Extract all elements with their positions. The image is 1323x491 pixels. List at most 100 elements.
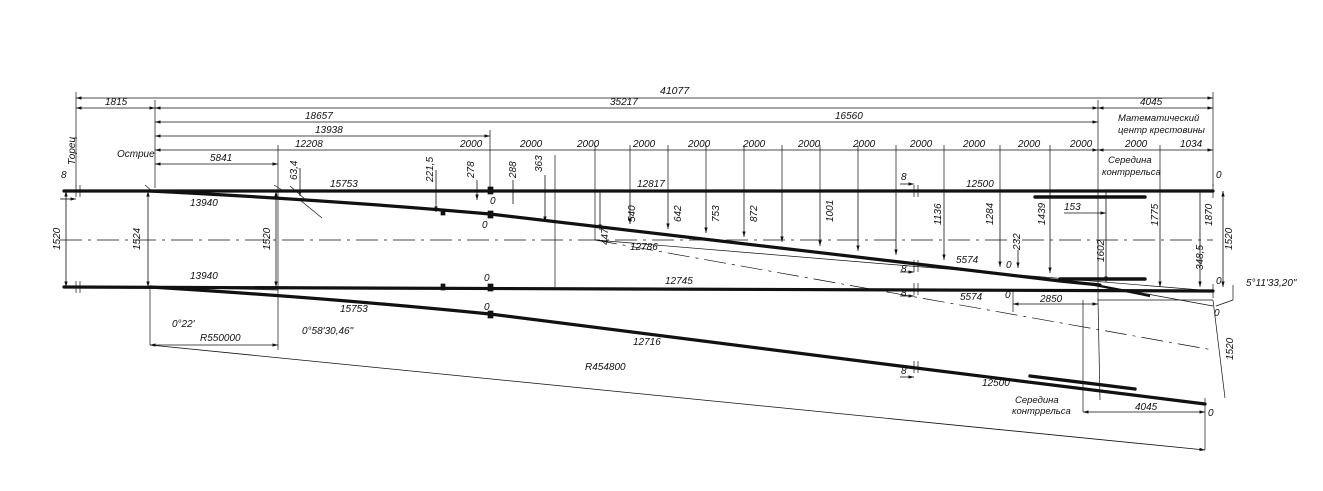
rail-5574-a: 5574 [956,255,979,266]
rail-15753-bot: 15753 [340,304,368,315]
dim-front: 1815 [105,97,128,108]
gauge-1520-mid: 1520 [262,227,273,250]
rail-12500-bot: 12500 [982,378,1010,389]
rail-12786: 12786 [630,242,658,253]
zero-h: 0 [1216,276,1222,287]
dim-tail-1034: 1034 [1180,139,1203,150]
gauge-right: 1520 [1224,227,1235,250]
spacing-ticks [629,145,1161,191]
offset-753: 753 [711,205,722,222]
zero-f: 0 [1005,290,1011,301]
gap-left: 8 [61,170,67,181]
rail-12716: 12716 [633,337,661,348]
offset-63-4: 63,4 [289,160,300,180]
dim-overall: 41077 [660,85,690,97]
zero-b: 0 [482,220,488,231]
offset-1136: 1136 [933,203,944,225]
rail-2850: 2850 [1039,294,1063,305]
main-track-lower-rail [62,285,1215,293]
rail-12817: 12817 [637,179,665,190]
dim-space-10: 2000 [962,139,986,150]
offset-1439: 1439 [1037,202,1048,225]
dim-18657: 18657 [305,111,333,122]
angle-058: 0°58'30,46" [302,326,354,337]
offset-540: 540 [627,205,638,222]
rail-4045-bot: 4045 [1135,402,1158,413]
offset-1284: 1284 [985,202,996,225]
math-center-label-2: центр крестовины [1118,125,1205,136]
rail-5574-b: 5574 [960,292,983,303]
angle-frog: 5°11'33,20" [1246,278,1297,289]
switch-geometry-lines [149,239,1214,307]
diverging-outer-rail [148,285,1207,406]
zero-j: 0 [1208,408,1214,419]
offset-153: 153 [1064,202,1081,213]
radius-550000: R550000 [200,333,241,344]
diverging-track-axis [594,239,1214,351]
point-tip-label: Острие [117,149,155,160]
dimension-labels: 41077 1815 35217 4045 18657 16560 13938 … [52,85,1297,419]
offset-348-5: 348,5 [1195,245,1206,270]
rail-13940-b: 13940 [190,271,218,282]
dim-tail-2000: 2000 [1124,139,1148,150]
guard-mid-top-label-2: контррельса [1102,167,1161,178]
math-center-label: Математический [1118,113,1200,124]
guard-mid-bottom-label: Середина [1015,395,1059,406]
offset-872: 872 [749,205,760,222]
offset-1001: 1001 [825,200,836,222]
guard-mid-top-label: Середина [1108,155,1152,166]
rail-joint-marks [75,184,1214,412]
offset-dimensions [60,168,1225,452]
gap-mid: 8 [901,264,907,275]
extension-lines [75,92,1234,450]
gap-low: 8 [901,366,907,377]
butt-label: Торец [67,137,78,165]
rail-13940-a: 13940 [190,198,218,209]
zero-a: 0 [490,196,496,207]
zero-e: 0 [1006,260,1012,271]
dim-space-8: 2000 [852,139,876,150]
dim-space-7: 2000 [797,139,821,150]
offset-1602: 1602 [1096,239,1107,262]
zero-c: 0 [484,273,490,284]
dim-switch-center: 35217 [610,97,638,108]
dim-space-6: 2000 [742,139,766,150]
offset-278: 278 [466,161,477,179]
zero-d: 0 [484,302,490,313]
offset-232: 232 [1012,233,1023,251]
zero-g: 0 [1216,170,1222,181]
dim-space-1: 2000 [459,139,483,150]
angle-022: 0°22' [172,319,196,330]
dim-16560: 16560 [835,111,863,122]
rail-12500-top: 12500 [966,179,994,190]
gap-mid-low: 8 [901,288,907,299]
offset-1870: 1870 [1204,203,1215,226]
rail-15753-top: 15753 [330,179,358,190]
gauge-point: 1524 [132,227,143,250]
guard-mid-bottom-label-2: контррельса [1012,406,1071,417]
gap-mid-top: 8 [901,172,907,183]
gauge-diag: 1520 [1225,337,1236,360]
frog-wing-rail [1094,283,1151,298]
offset-1775: 1775 [1150,203,1161,226]
offset-642: 642 [673,205,684,222]
dim-tail: 4045 [1140,97,1163,108]
dim-space-2: 2000 [519,139,543,150]
offset-363: 363 [534,155,545,172]
radius-454800: R454800 [585,362,626,373]
dim-space-5: 2000 [687,139,711,150]
dim-13938: 13938 [315,125,343,136]
dim-12208: 12208 [295,139,323,150]
dim-space-4: 2000 [632,139,656,150]
dim-space-11: 2000 [1017,139,1041,150]
offset-447: 447 [600,228,611,245]
zero-i: 0 [1214,308,1220,319]
dim-space-3: 2000 [576,139,600,150]
dim-space-12: 2000 [1069,139,1093,150]
dimension-lines [76,96,1213,166]
offset-288: 288 [508,161,519,179]
offset-221-5: 221,5 [425,157,436,183]
guard-rail-diverging [1028,374,1137,391]
dim-space-9: 2000 [909,139,933,150]
